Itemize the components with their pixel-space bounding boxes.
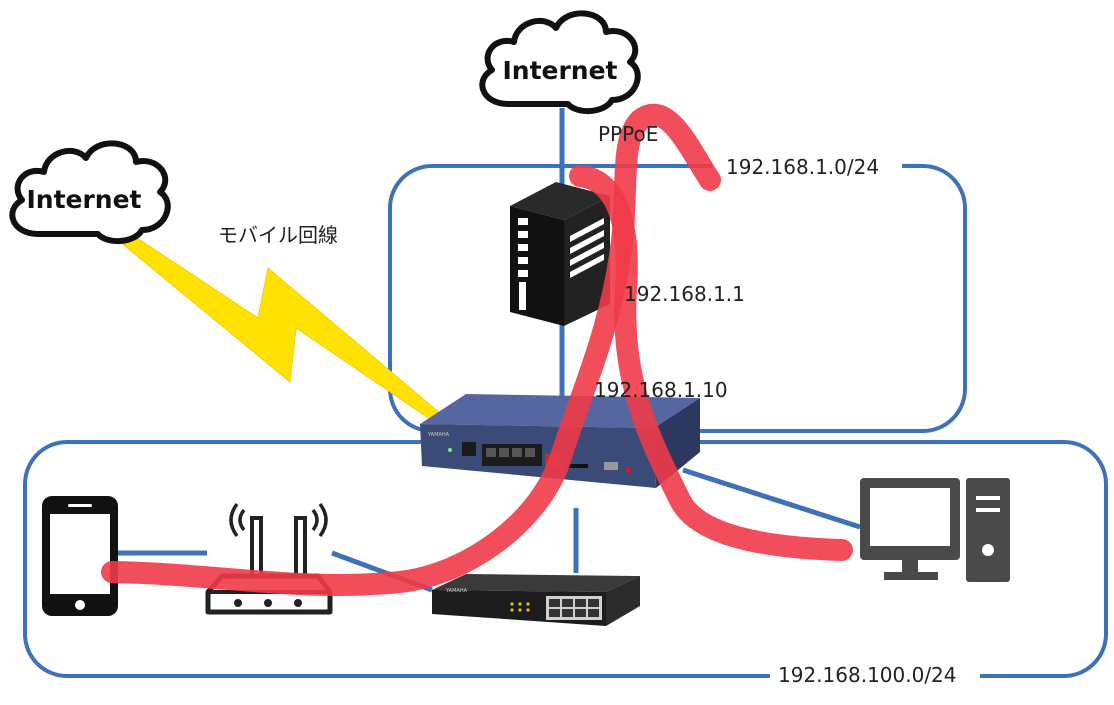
links: [117, 108, 861, 593]
yamaha-router: YAMAHA: [420, 394, 700, 488]
onu-device: [510, 182, 610, 326]
traffic-path-wired: [569, 165, 853, 561]
top-internet-cloud: Internet: [479, 10, 641, 114]
onu-ip-label: 192.168.1.1: [624, 282, 745, 306]
router-brand: YAMAHA: [427, 432, 450, 438]
left-cloud-label: Internet: [26, 185, 141, 214]
traffic-path-wireless: [101, 103, 721, 597]
smartphone-icon: [42, 496, 118, 616]
wireless-ap-icon: [205, 502, 333, 615]
lower-network-label-bg: [770, 658, 980, 692]
left-internet-cloud: Internet: [9, 140, 171, 244]
mobile-line-bolt: [106, 227, 461, 435]
switch-brand: YAMAHA: [445, 588, 468, 594]
pppoe-label: PPPoE: [598, 122, 658, 146]
lower-network-label: 192.168.100.0/24: [778, 663, 957, 687]
desktop-pc-icon: [860, 478, 1010, 582]
yamaha-switch: YAMAHA: [432, 574, 640, 626]
traffic-paths: [101, 103, 853, 597]
router-ip-label: 192.168.1.10: [594, 378, 728, 402]
link-router-pc: [682, 467, 861, 530]
upper-network-label-bg: [712, 150, 902, 184]
mobile-line-label: モバイル回線: [218, 223, 338, 247]
top-cloud-label: Internet: [502, 56, 617, 85]
upper-network-label: 192.168.1.0/24: [726, 155, 879, 179]
